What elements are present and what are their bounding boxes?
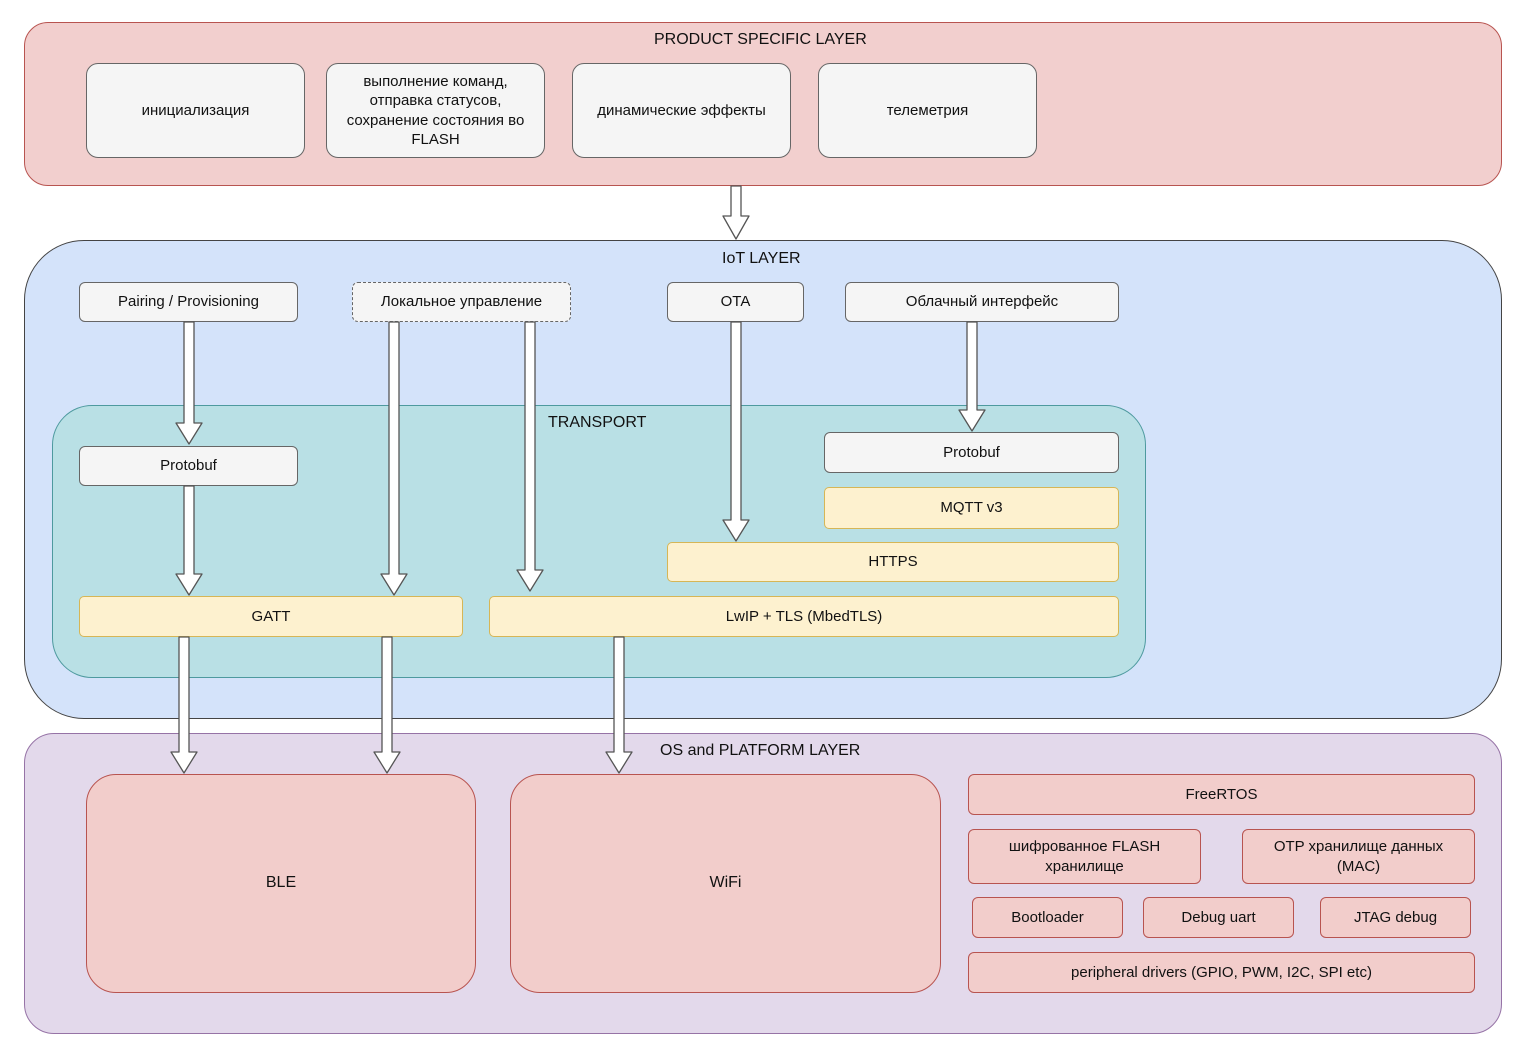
box-dynamic-effects: динамические эффекты (572, 63, 791, 158)
box-https: HTTPS (667, 542, 1119, 582)
box-freertos: FreeRTOS (968, 774, 1475, 815)
box-ble: BLE (86, 774, 476, 993)
box-protobuf-right: Protobuf (824, 432, 1119, 473)
transport-title: TRANSPORT (548, 414, 647, 431)
arrow-ota-to-https (722, 321, 750, 542)
box-wifi: WiFi (510, 774, 941, 993)
os-layer-title: OS and PLATFORM LAYER (660, 742, 861, 759)
box-protobuf-left: Protobuf (79, 446, 298, 486)
box-otp-storage: OTP хранилище данных (MAC) (1242, 829, 1475, 884)
arrow-lwip-to-wifi (605, 636, 633, 774)
box-command-execution: выполнение команд, отправка статусов, со… (326, 63, 545, 158)
box-initialization: инициализация (86, 63, 305, 158)
box-gatt: GATT (79, 596, 463, 637)
box-local-control: Локальное управление (352, 282, 571, 322)
product-layer-title: PRODUCT SPECIFIC LAYER (654, 31, 867, 48)
box-encrypted-flash: шифрованное FLASH хранилище (968, 829, 1201, 884)
arrow-local-control-to-gatt (380, 321, 408, 596)
box-lwip-tls: LwIP + TLS (MbedTLS) (489, 596, 1119, 637)
arrow-gatt-to-ble-right (373, 636, 401, 774)
arrow-cloud-to-protobuf (958, 321, 986, 432)
arrow-pairing-to-protobuf (175, 321, 203, 445)
arrow-product-to-iot (722, 185, 750, 240)
box-cloud-interface: Облачный интерфейс (845, 282, 1119, 322)
arrow-gatt-to-ble-left (170, 636, 198, 774)
box-telemetry: телеметрия (818, 63, 1037, 158)
box-peripheral-drivers: peripheral drivers (GPIO, PWM, I2C, SPI … (968, 952, 1475, 993)
arrow-protobuf-to-gatt (175, 485, 203, 596)
iot-layer-title: IoT LAYER (722, 250, 801, 267)
box-mqtt: MQTT v3 (824, 487, 1119, 529)
arrow-local-control-to-lwip (516, 321, 544, 592)
box-bootloader: Bootloader (972, 897, 1123, 938)
box-jtag-debug: JTAG debug (1320, 897, 1471, 938)
box-debug-uart: Debug uart (1143, 897, 1294, 938)
